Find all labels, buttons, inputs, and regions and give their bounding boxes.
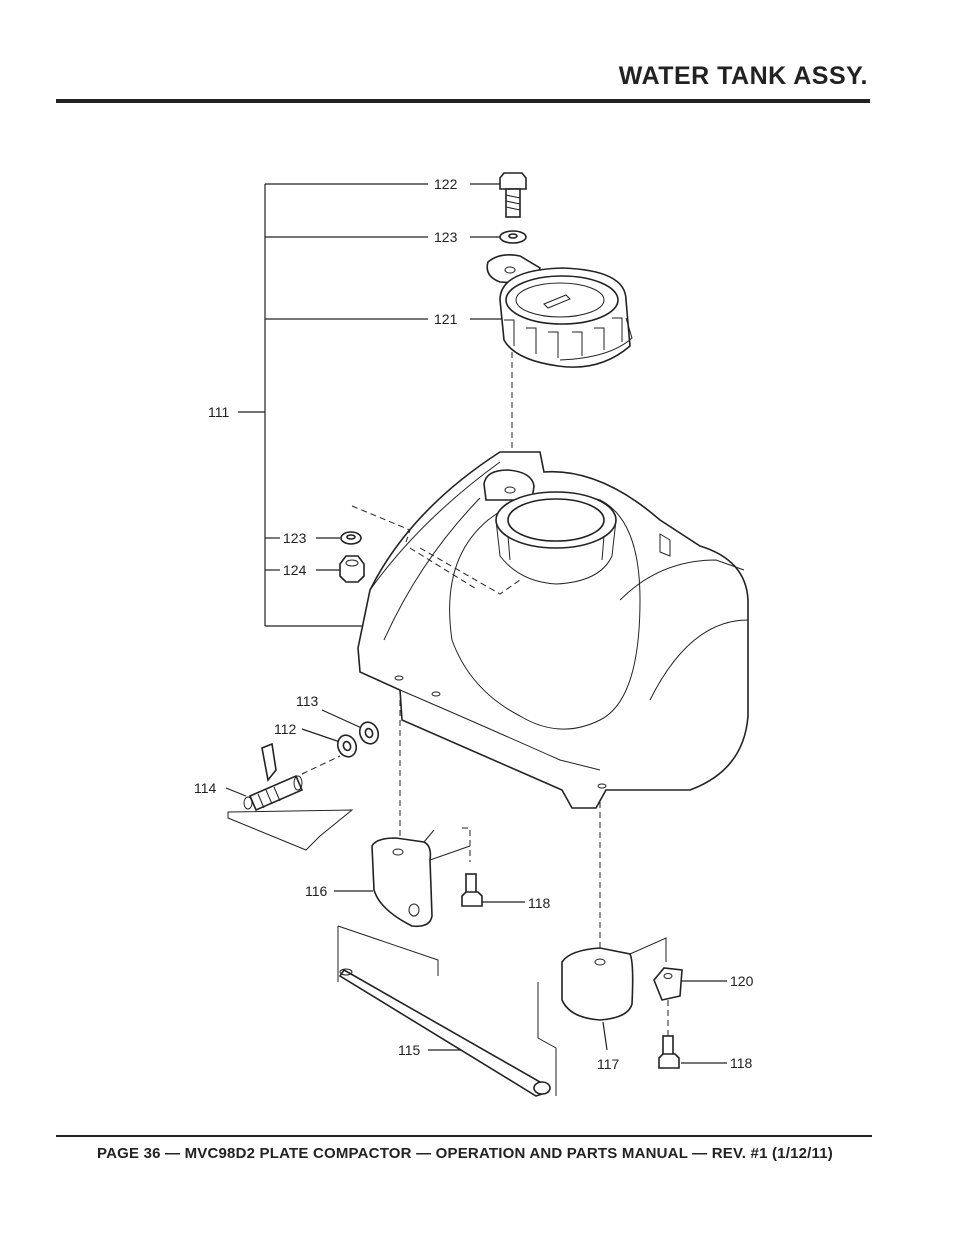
page-title: WATER TANK ASSY. (618, 62, 868, 90)
bolt-118-lower (658, 1035, 680, 1069)
water-tank-111 (357, 451, 749, 809)
tank-hidden-edge-2 (409, 547, 479, 591)
valve-114 (243, 742, 304, 812)
callout-labels: 122 123 121 111 123 124 113 112 114 116 … (194, 176, 754, 1072)
callout-114: 114 (194, 780, 217, 796)
callout-118-upper: 118 (528, 895, 551, 911)
cap-121 (486, 254, 633, 368)
bolt-118-upper (461, 873, 483, 907)
footer-rule (56, 1135, 872, 1137)
valve-axis (301, 755, 341, 775)
leader-lines (225, 183, 727, 1064)
bracket-116 (371, 829, 471, 928)
washer-123-side (340, 531, 362, 545)
callout-115: 115 (398, 1042, 421, 1058)
washer-123-top (499, 230, 527, 244)
callout-123-side: 123 (283, 530, 307, 546)
callout-113: 113 (296, 693, 319, 709)
washer-112 (336, 734, 358, 758)
callout-118-lower: 118 (730, 1055, 753, 1071)
callout-123-top: 123 (434, 229, 458, 245)
callout-120: 120 (730, 973, 754, 989)
rod-115 (338, 968, 551, 1097)
valve-hidden-frame (227, 809, 354, 851)
tank-hidden-edge (351, 505, 521, 595)
callout-121: 121 (434, 311, 458, 327)
callout-111: 111 (208, 404, 229, 420)
callout-124: 124 (283, 562, 307, 578)
rod-frame-right (537, 982, 557, 1096)
callout-116: 116 (305, 883, 328, 899)
bracket-117 (561, 937, 667, 1021)
header-rule (56, 99, 870, 103)
callout-117: 117 (597, 1056, 620, 1072)
callout-112: 112 (274, 721, 297, 737)
page-footer: PAGE 36 — MVC98D2 PLATE COMPACTOR — OPER… (97, 1145, 833, 1162)
callout-122: 122 (434, 176, 458, 192)
washer-113 (358, 721, 380, 745)
clip-120 (653, 967, 683, 1001)
rod-frame-left (337, 925, 439, 982)
nut-124 (339, 555, 365, 583)
bolt-118-dash-a (462, 827, 471, 862)
bolt-122 (499, 172, 527, 218)
